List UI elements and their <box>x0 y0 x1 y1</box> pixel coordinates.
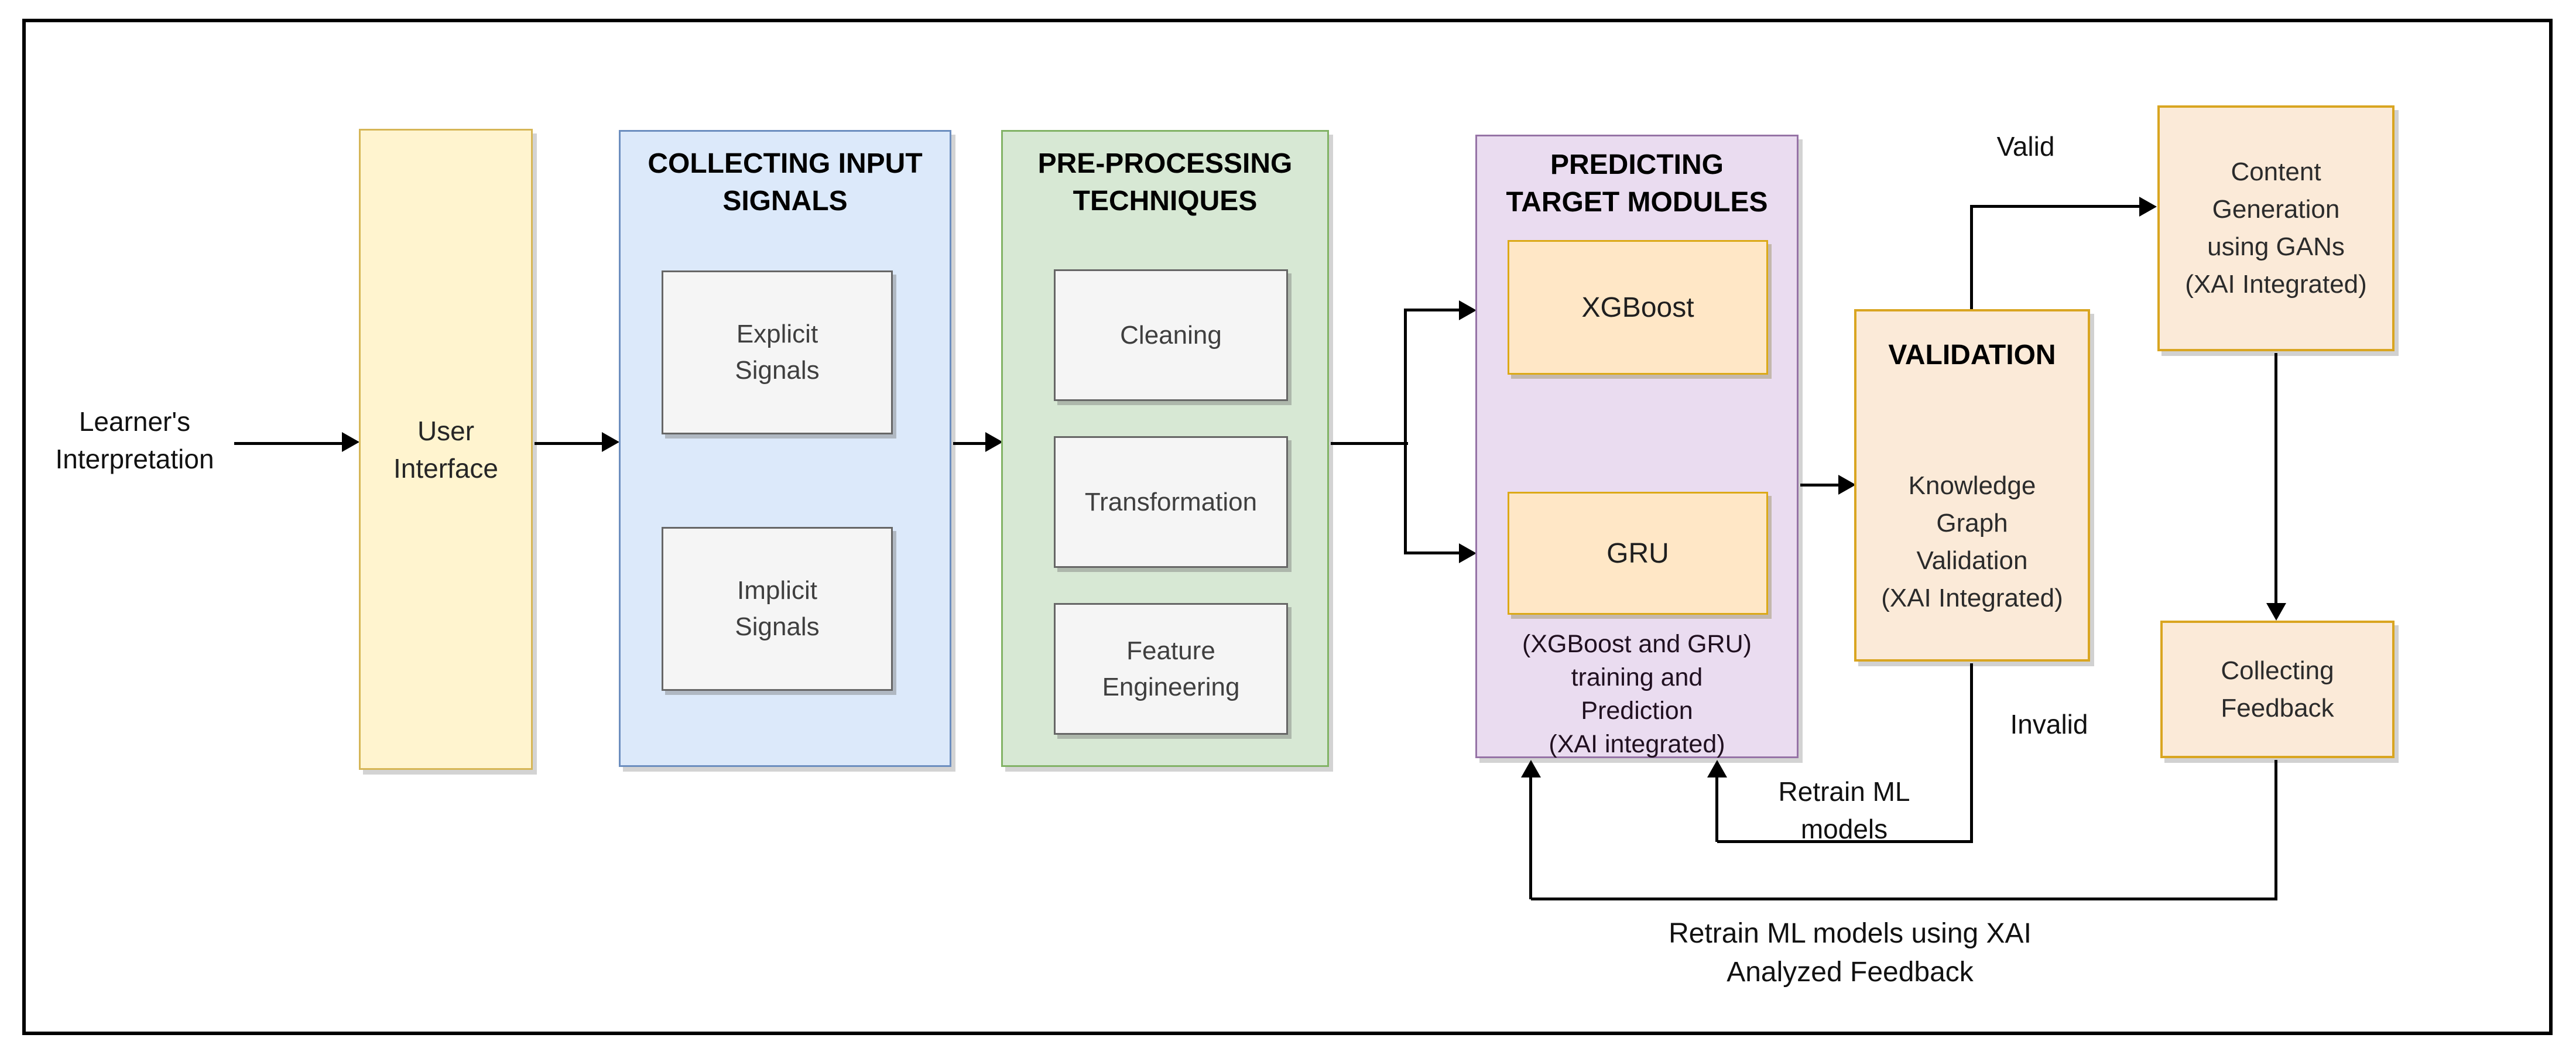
valid-vertical-line <box>1970 207 1973 309</box>
collecting-feedback-label: Collecting Feedback <box>2221 656 2334 722</box>
learners-interpretation-label: Learner's Interpretation <box>55 406 214 474</box>
invalid-arrow-head <box>1707 760 1727 777</box>
node-content-generation: Content Generation using GANs (XAI Integ… <box>2157 105 2395 351</box>
arrow-learner-to-ui-line <box>234 442 343 445</box>
invalid-vertical-line <box>1970 663 1973 843</box>
cleaning-label: Cleaning <box>1120 320 1222 350</box>
invalid-label: Invalid <box>2010 709 2088 739</box>
arrow-collecting-to-preprocessing-line <box>953 442 986 445</box>
xgboost-label: XGBoost <box>1581 292 1694 323</box>
container-predicting-target-modules <box>1475 135 1799 758</box>
feedback-vertical-line <box>2274 760 2277 900</box>
validation-body-label: Knowledge Graph Validation (XAI Integrat… <box>1881 471 2063 612</box>
arrow-to-gru-head <box>1459 543 1477 563</box>
branch-input-line <box>1331 442 1408 445</box>
node-xgboost: XGBoost <box>1508 240 1768 375</box>
retrain-xai-label: Retrain ML models using XAI Analyzed Fee… <box>1669 918 2032 988</box>
node-cleaning: Cleaning <box>1054 269 1288 401</box>
explicit-signals-label: Explicit Signals <box>735 320 820 385</box>
feedback-up-line <box>1529 776 1532 899</box>
node-validation <box>1854 309 2090 662</box>
arrow-ui-to-collecting-line <box>535 442 603 445</box>
arrow-ui-to-collecting-head <box>602 432 619 452</box>
validation-title: VALIDATION <box>1888 340 2056 371</box>
retrain-ml-models-label: Retrain ML models <box>1778 776 1910 844</box>
content-generation-label: Content Generation using GANs (XAI Integ… <box>2185 157 2367 299</box>
invalid-up-line <box>1715 776 1718 842</box>
arrow-to-gru-line <box>1406 552 1460 554</box>
node-collecting-feedback: Collecting Feedback <box>2160 621 2395 758</box>
arrow-predicting-to-validation-head <box>1838 475 1856 495</box>
transformation-label: Transformation <box>1084 487 1258 516</box>
node-gru: GRU <box>1508 492 1768 615</box>
predicting-target-modules-title: PREDICTING TARGET MODULES <box>1506 149 1768 218</box>
feature-engineering-label: Feature Engineering <box>1102 636 1240 701</box>
branch-vertical-line <box>1404 309 1407 554</box>
predicting-note-label: (XGBoost and GRU) training and Predictio… <box>1522 630 1752 758</box>
valid-arrow-head <box>2139 197 2157 217</box>
node-feature-engineering: Feature Engineering <box>1054 603 1288 735</box>
user-interface-label: User Interface <box>393 415 498 484</box>
arrow-learner-to-ui-head <box>342 432 359 452</box>
arrow-collecting-to-preprocessing-head <box>985 432 1003 452</box>
node-transformation: Transformation <box>1054 436 1288 568</box>
invalid-horizontal-line <box>1717 840 1973 843</box>
node-implicit-signals: Implicit Signals <box>662 527 893 691</box>
arrow-to-xgboost-line <box>1406 309 1460 311</box>
arrow-to-xgboost-head <box>1459 300 1477 320</box>
collecting-input-signals-title: COLLECTING INPUT SIGNALS <box>648 148 923 217</box>
preprocessing-techniques-title: PRE-PROCESSING TECHNIQUES <box>1037 148 1293 217</box>
feedback-horizontal-line <box>1531 898 2277 900</box>
node-user-interface: User Interface <box>359 129 533 770</box>
valid-label: Valid <box>1996 131 2055 162</box>
feedback-arrow-head <box>1521 760 1541 777</box>
valid-horizontal-line <box>1970 205 2141 208</box>
gru-label: GRU <box>1606 537 1669 569</box>
implicit-signals-label: Implicit Signals <box>735 576 820 641</box>
arrow-content-to-feedback-line <box>2274 353 2277 605</box>
node-explicit-signals: Explicit Signals <box>662 270 893 434</box>
arrow-content-to-feedback-head <box>2266 603 2286 621</box>
arrow-predicting-to-validation-line <box>1800 484 1840 487</box>
